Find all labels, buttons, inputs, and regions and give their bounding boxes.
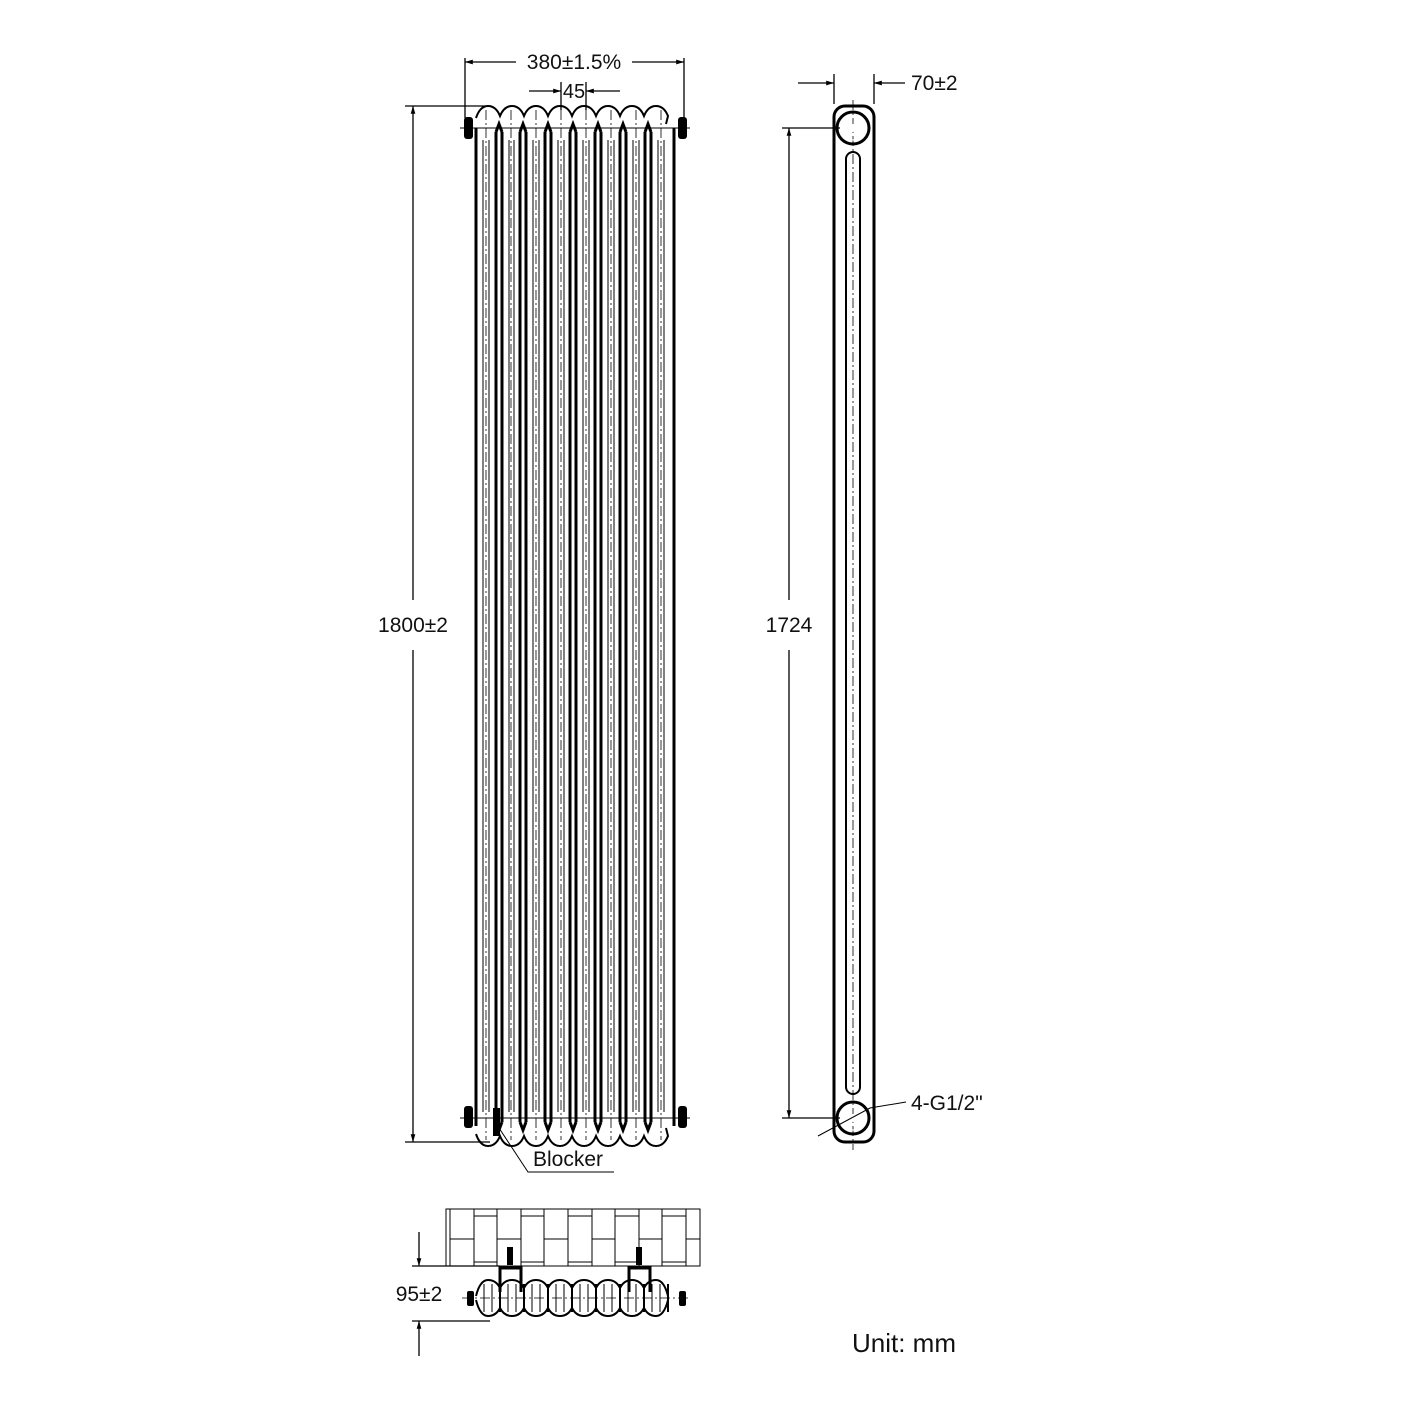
top-view: 95±2 xyxy=(396,1208,701,1356)
dimension-width: 380±1.5% xyxy=(464,51,685,118)
unit-label: Unit: mm xyxy=(852,1328,956,1358)
connection-callout: 4-G1/2" xyxy=(817,1092,983,1137)
centers-label: 1724 xyxy=(766,614,813,637)
dimension-column-pitch: 45 xyxy=(529,81,620,110)
wall-gap-label: 95±2 xyxy=(396,1283,443,1306)
side-view: 70±2 1724 4-G1/2" xyxy=(766,72,983,1150)
width-label: 380±1.5% xyxy=(527,51,621,74)
radiator-top-section xyxy=(462,1278,690,1318)
dimension-height: 1800±2 xyxy=(378,105,490,1143)
radiator-columns xyxy=(460,104,690,1148)
depth-label: 70±2 xyxy=(911,72,958,95)
connection-label: 4-G1/2" xyxy=(911,1092,983,1115)
dimension-wall-gap: 95±2 xyxy=(396,1232,500,1356)
height-label: 1800±2 xyxy=(378,614,448,637)
blocker-label: Blocker xyxy=(533,1148,603,1171)
dimension-depth: 70±2 xyxy=(798,72,958,104)
dimension-centers: 1724 xyxy=(766,127,840,1119)
wall xyxy=(445,1208,701,1267)
blocker-icon xyxy=(493,1108,500,1136)
pitch-label: 45 xyxy=(563,81,585,103)
front-view: 380±1.5% 45 1800±2 Blocker xyxy=(378,51,690,1173)
blocker-callout: Blocker xyxy=(498,1127,614,1173)
